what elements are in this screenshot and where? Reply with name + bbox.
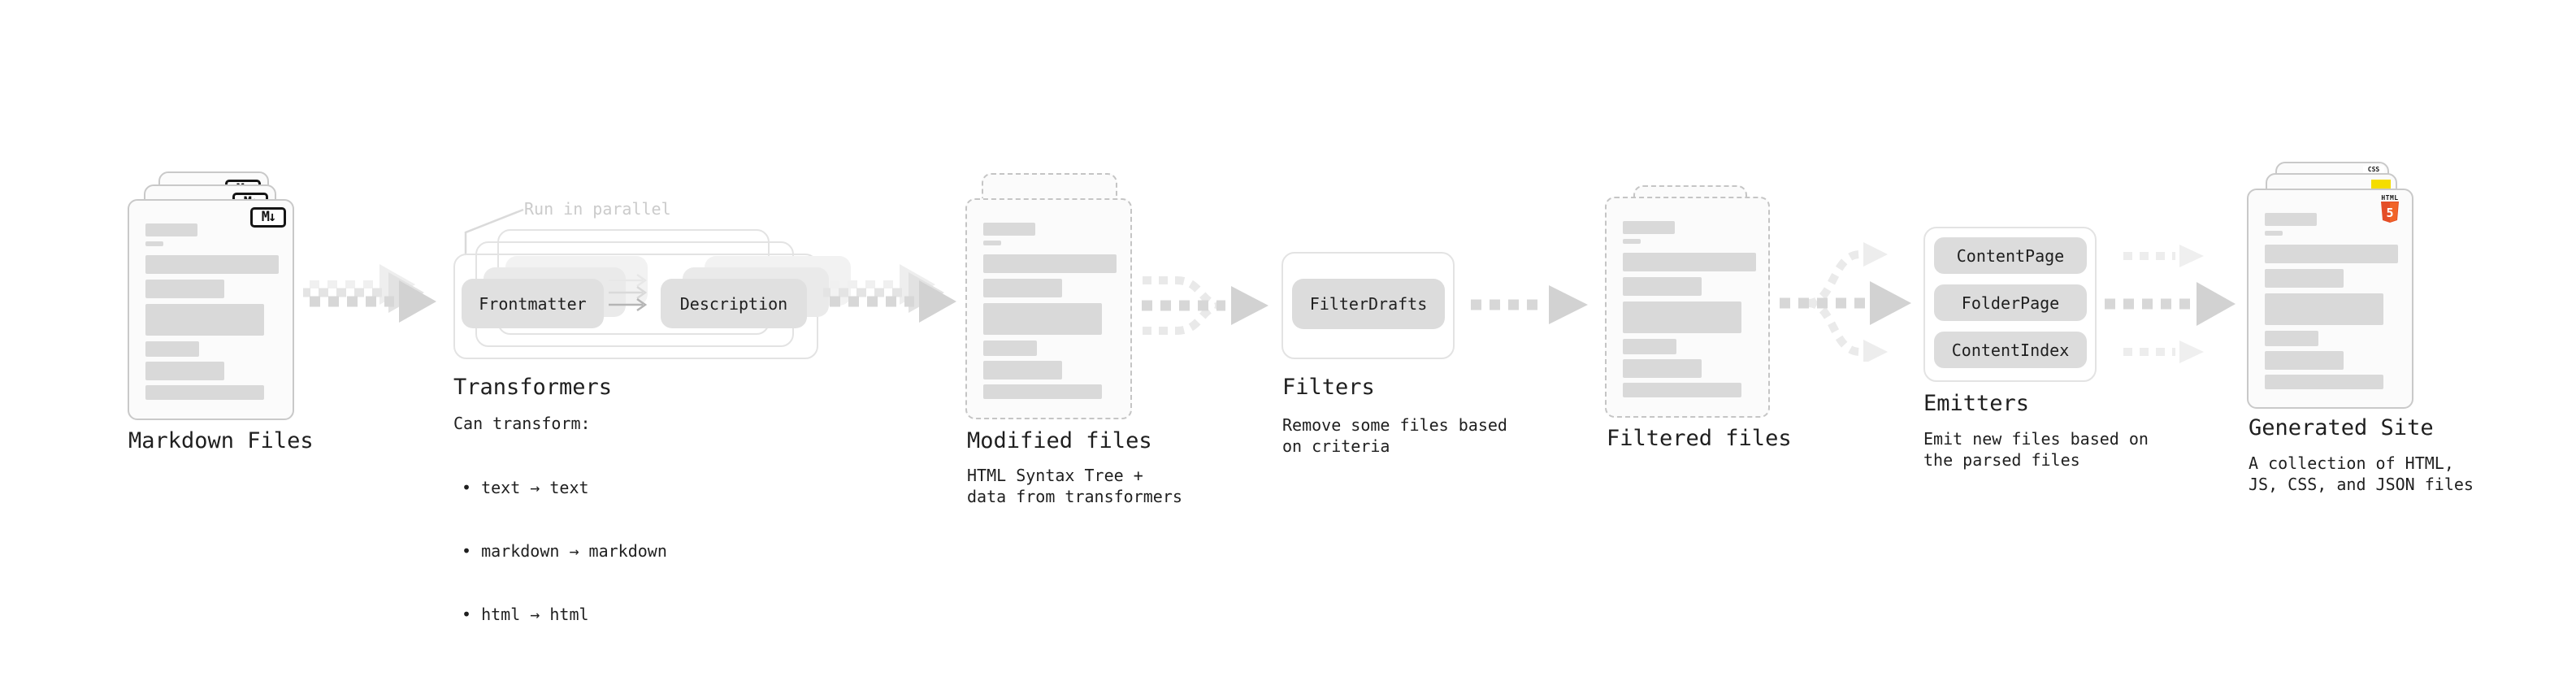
stage-title-generated-site: Generated Site (2249, 415, 2434, 440)
html5-icon-label: HTML (2381, 194, 2399, 202)
generated-site-desc: A collection of HTML, JS, CSS, and JSON f… (2249, 453, 2474, 495)
desc-line: A collection of HTML, (2249, 453, 2454, 473)
filtered-file-card-front (1605, 197, 1770, 418)
text-placeholder-bar (145, 255, 279, 274)
desc-line: Remove some files based (1282, 415, 1507, 435)
desc-line: on criteria (1282, 436, 1390, 456)
text-placeholder-bar (1623, 277, 1702, 296)
flow-arrow-files-to-transformers (303, 264, 436, 323)
stage-transformers: Run in parallel Frontmatter Description (453, 197, 851, 368)
text-placeholder-bar (2265, 245, 2398, 263)
flow-arrow-filters-to-filtered (1471, 285, 1588, 324)
html5-icon: HTML 5 (2376, 194, 2404, 227)
stage-title-filtered-files: Filtered files (1607, 426, 1792, 451)
filters-box (1281, 252, 1455, 359)
callout-line (464, 208, 524, 255)
stage-modified-files (965, 173, 1136, 425)
emitters-box (1923, 227, 2097, 382)
text-placeholder-bar (2265, 269, 2344, 288)
stage-emitters: ContentPage FolderPage ContentIndex (1923, 227, 2097, 382)
text-placeholder-bar (983, 223, 1035, 236)
flow-arrow-modified-to-filters (1142, 276, 1268, 335)
text-placeholder-bar (2265, 375, 2383, 389)
transformer-step-arrows (609, 273, 648, 312)
frontmatter-transformer-button: Frontmatter (462, 279, 604, 328)
text-placeholder-bar (1623, 339, 1676, 354)
text-placeholder-bar (1623, 383, 1741, 397)
js-icon (2371, 180, 2391, 189)
transformers-bullet-list: text → text markdown → markdown html → h… (453, 435, 667, 667)
text-placeholder-bar (2265, 331, 2318, 346)
stage-title-emitters: Emitters (1923, 391, 2030, 416)
stage-filters: FilterDrafts (1281, 252, 1455, 359)
stage-title-markdown-files: Markdown Files (128, 428, 314, 453)
text-placeholder-bar (145, 241, 163, 246)
svg-text:5: 5 (2386, 206, 2393, 220)
contentindex-emitter-button: ContentIndex (1934, 332, 2087, 368)
stage-filtered-files (1605, 185, 1776, 429)
stage-title-filters: Filters (1282, 375, 1375, 400)
generated-file-card-front: HTML 5 (2247, 189, 2413, 409)
flow-arrow-transformers-to-modified (823, 264, 956, 323)
stage-title-transformers: Transformers (453, 375, 613, 400)
transform-bullet: markdown → markdown (462, 540, 667, 562)
flow-arrow-emitters-to-site (2105, 245, 2236, 363)
modified-file-card-front (965, 198, 1132, 419)
text-placeholder-bar (1623, 359, 1702, 378)
text-placeholder-bar (2265, 213, 2317, 226)
folderpage-emitter-button: FolderPage (1934, 284, 2087, 321)
text-placeholder-bar (145, 304, 264, 336)
text-placeholder-bar (145, 280, 224, 298)
css-badge-label: CSS (2367, 166, 2380, 173)
text-placeholder-bar (2265, 231, 2283, 236)
text-placeholder-bar (983, 303, 1102, 335)
stage-title-modified-files: Modified files (967, 428, 1152, 453)
text-placeholder-bar (145, 223, 197, 236)
transformers-caption: Can transform: (453, 414, 591, 433)
text-placeholder-bar (145, 362, 224, 380)
description-transformer-button: Description (661, 279, 807, 328)
text-placeholder-bar (1623, 221, 1675, 234)
filterdrafts-filter-button: FilterDrafts (1292, 279, 1445, 329)
flow-arrow-filtered-to-emitters (1780, 242, 1911, 362)
run-in-parallel-note: Run in parallel (524, 199, 671, 219)
text-placeholder-bar (2265, 351, 2344, 370)
text-placeholder-bar (983, 340, 1037, 356)
text-placeholder-bar (983, 241, 1001, 245)
text-placeholder-bar (983, 254, 1117, 273)
text-placeholder-bar (145, 341, 199, 357)
html5-shield: 5 (2381, 202, 2399, 223)
markdown-icon: M↓ (250, 207, 286, 228)
stage-markdown-files: M↓ M↓ M↓ (128, 171, 298, 423)
desc-line: JS, CSS, and JSON files (2249, 475, 2474, 494)
modified-files-desc: HTML Syntax Tree + data from transformers (967, 465, 1182, 507)
stage-generated-site: CSS HTML 5 (2247, 162, 2418, 414)
text-placeholder-bar (1623, 239, 1641, 244)
transform-bullet: text → text (462, 477, 667, 498)
desc-line: Emit new files based on (1923, 429, 2149, 449)
text-placeholder-bar (1623, 301, 1741, 333)
text-placeholder-bar (145, 385, 264, 400)
desc-line: data from transformers (967, 487, 1182, 506)
transform-bullet: html → html (462, 604, 667, 625)
text-placeholder-bar (983, 361, 1062, 380)
desc-line: HTML Syntax Tree + (967, 466, 1143, 485)
text-placeholder-bar (1623, 253, 1756, 271)
markdown-file-card-front: M↓ (128, 199, 294, 420)
contentpage-emitter-button: ContentPage (1934, 237, 2087, 274)
text-placeholder-bar (2265, 293, 2383, 325)
desc-line: the parsed files (1923, 450, 2080, 470)
text-placeholder-bar (983, 279, 1062, 297)
text-placeholder-bar (983, 384, 1102, 399)
